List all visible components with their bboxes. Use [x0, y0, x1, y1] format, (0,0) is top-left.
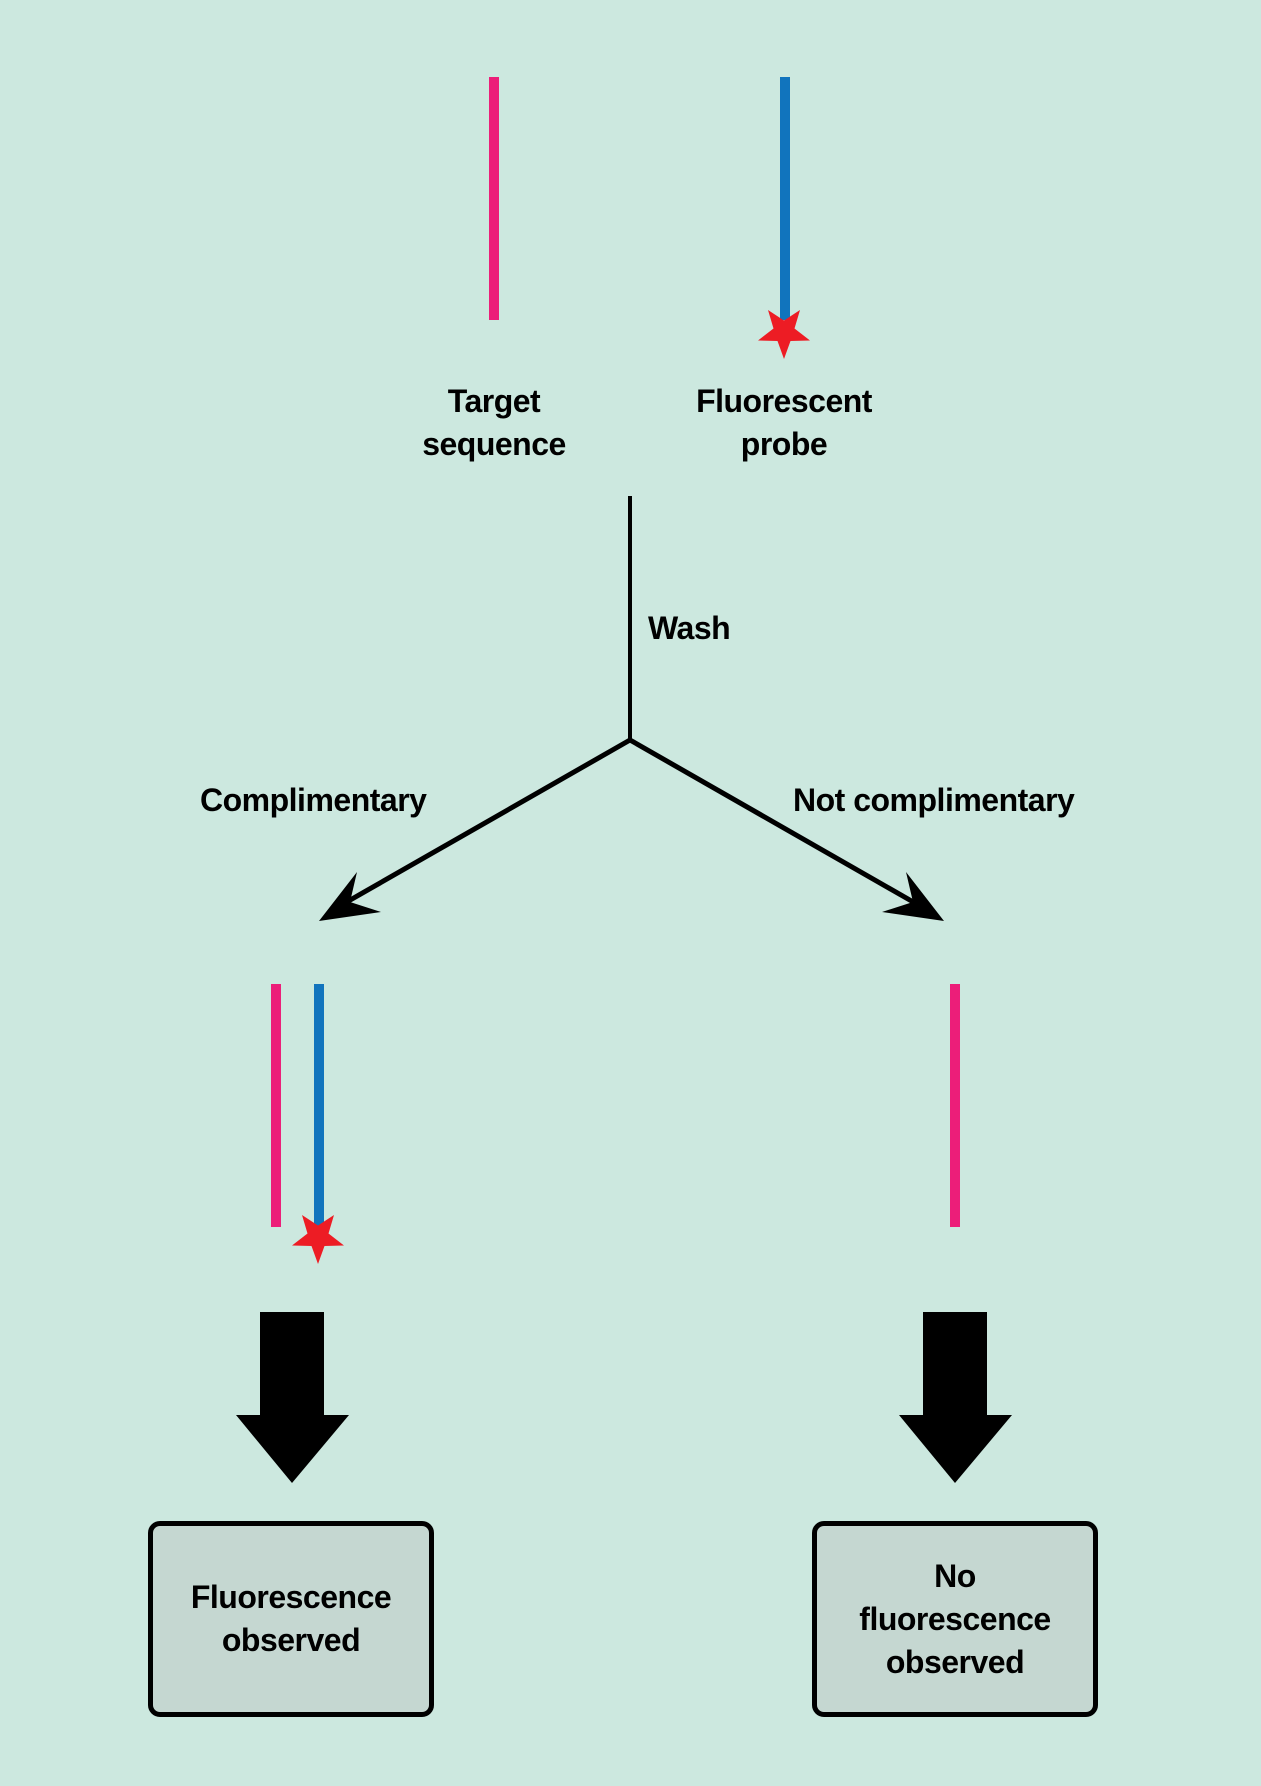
right-block-arrow	[899, 1312, 1012, 1483]
target-sequence-label: Target sequence	[422, 383, 566, 462]
wash-label: Wash	[648, 610, 731, 646]
fluorescent-probe-label: Fluorescent probe	[696, 383, 872, 462]
left-block-arrow	[236, 1312, 349, 1483]
branch-right-arrowhead	[882, 872, 944, 921]
left-fluorophore-star-icon	[292, 1215, 344, 1264]
fluorophore-star-icon	[758, 310, 810, 359]
branch-left-line	[343, 737, 632, 906]
branch-left-arrowhead	[319, 872, 381, 921]
complimentary-label: Complimentary	[200, 782, 427, 818]
no-fluorescence-observed-box: No fluorescence observed	[812, 1521, 1098, 1717]
fluorescence-observed-text: Fluorescence observed	[190, 1579, 392, 1658]
branch-right-line	[628, 737, 917, 906]
no-fluorescence-observed-text: No fluorescence observed	[859, 1557, 1051, 1680]
not-complimentary-label: Not complimentary	[793, 782, 1075, 818]
fluorescence-observed-box: Fluorescence observed	[148, 1521, 434, 1717]
